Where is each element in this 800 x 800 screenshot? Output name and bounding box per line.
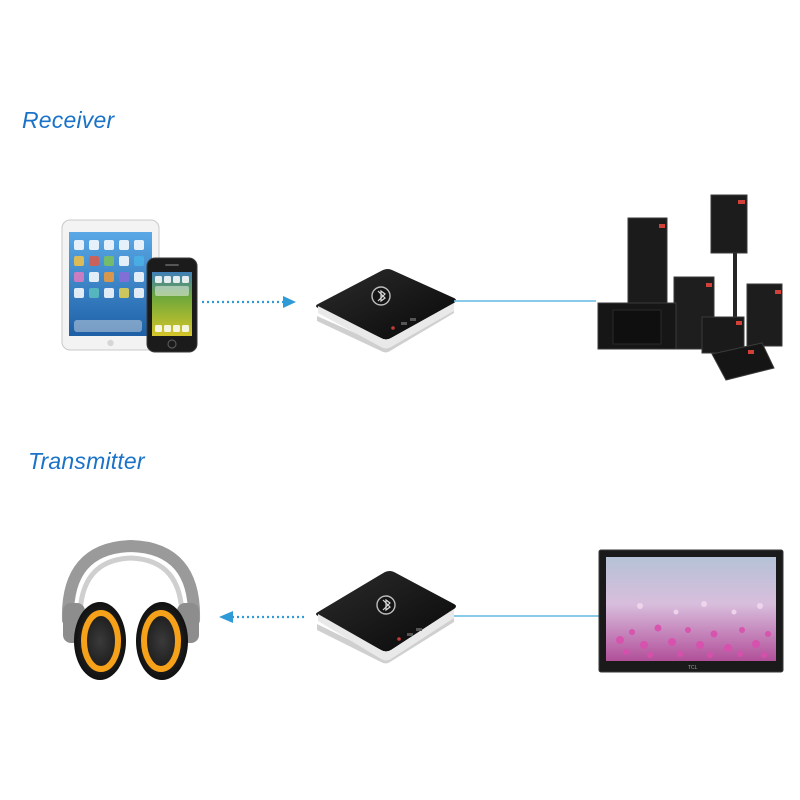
dotted-arrow-to-receiver: [202, 296, 296, 308]
smartphone-icon: [146, 257, 198, 353]
bluetooth-adapter-transmitter: [316, 571, 456, 664]
bluetooth-adapter-receiver: [316, 269, 456, 353]
tv-brand-label: TCL: [688, 665, 698, 671]
receiver-title: Receiver: [22, 107, 115, 133]
tv-icon: TCL: [598, 549, 784, 673]
transmitter-title: Transmitter: [28, 448, 145, 474]
tablet-icon: [61, 219, 160, 351]
speakers-icon: [597, 194, 783, 381]
dotted-arrow-to-headphones: [219, 611, 304, 623]
headphones-icon: [61, 539, 201, 680]
